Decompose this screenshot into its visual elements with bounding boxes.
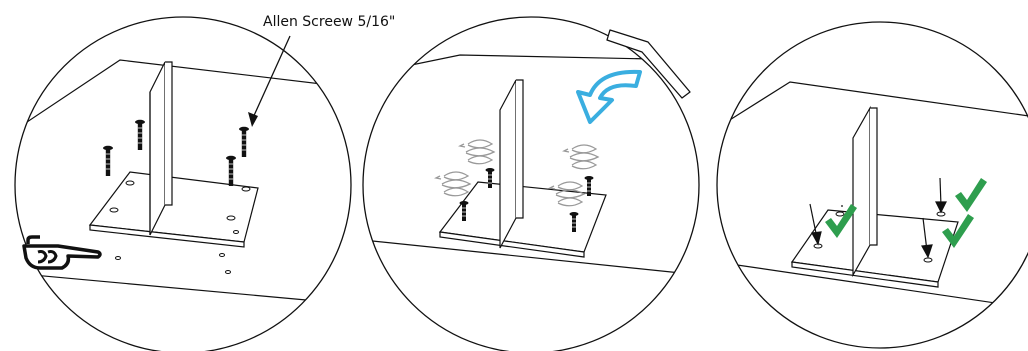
step-2-panel <box>363 17 700 351</box>
step-2-circle <box>363 17 699 351</box>
step-3-panel <box>717 22 1028 348</box>
step-1-panel: Allen Screew 5/16" <box>0 14 395 351</box>
screw-label: Allen Screew 5/16" <box>263 14 395 30</box>
